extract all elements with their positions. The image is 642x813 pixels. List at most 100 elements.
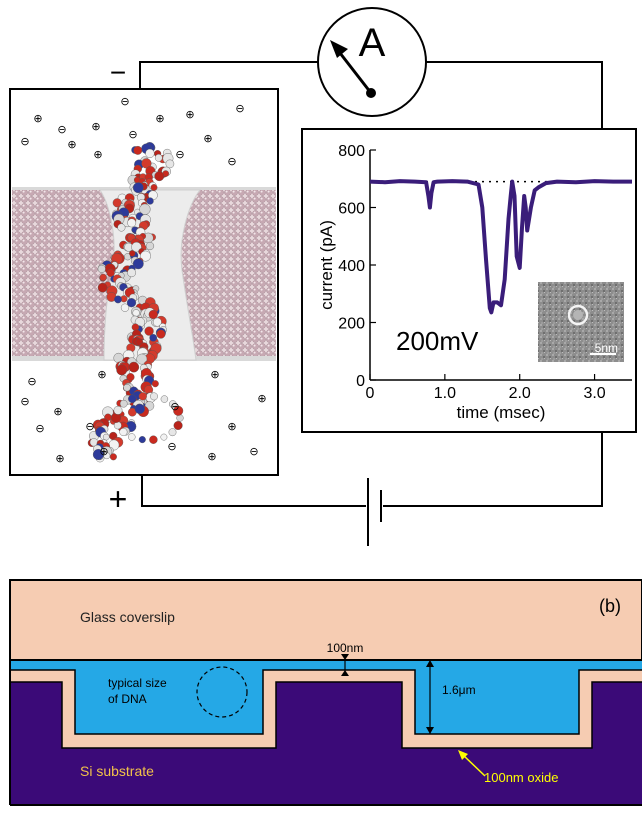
dna-atom xyxy=(160,395,169,403)
substrate-outline xyxy=(10,681,642,749)
positive-ion: ⊕ xyxy=(91,121,100,133)
oxide-layer xyxy=(10,670,642,748)
plot-panel-frame xyxy=(301,128,637,433)
ammeter-circle xyxy=(317,7,427,117)
y-axis-label: current (pA) xyxy=(317,220,336,310)
gap-marker-arrow-bottom xyxy=(341,670,349,676)
negative-ion: ⊖ xyxy=(20,396,29,408)
dna-atom xyxy=(173,421,183,431)
dna-atom xyxy=(127,268,137,278)
top-right-wire xyxy=(426,61,603,128)
negative-ion: ⊖ xyxy=(85,421,94,433)
depth-marker-arrow-top xyxy=(426,660,434,667)
simulation-cell: ⊕⊖⊕⊖⊖⊕⊕⊖⊖⊕⊖⊕⊖⊕⊖⊕⊕⊕⊖⊕⊖⊖⊖⊕⊕⊖⊕⊖⊕ xyxy=(9,88,279,476)
negative-ion: ⊖ xyxy=(227,156,236,168)
dna-atom xyxy=(123,384,131,392)
positive-ion: ⊕ xyxy=(227,421,236,433)
glass-coverslip xyxy=(9,579,642,661)
positive-ion: ⊕ xyxy=(210,369,219,381)
dna-atom xyxy=(168,428,177,437)
positive-ion: ⊕ xyxy=(185,109,194,121)
dna-atom xyxy=(150,392,158,401)
current-trace-line xyxy=(369,179,632,315)
dna-molecule xyxy=(87,142,184,463)
negative-ion: ⊖ xyxy=(120,96,129,108)
y-tick-label: 800 xyxy=(338,143,365,160)
dna-atom xyxy=(134,403,145,415)
negative-terminal-label: − xyxy=(110,57,126,88)
dna-atom xyxy=(128,394,137,403)
tem-inset-image xyxy=(538,282,624,362)
negative-ion: ⊖ xyxy=(175,149,184,161)
oxide-outline xyxy=(10,669,642,735)
dna-atom xyxy=(112,198,122,208)
depth-label: 1.6μm xyxy=(442,683,476,697)
dna-atom xyxy=(148,309,158,320)
negative-ion: ⊖ xyxy=(128,129,137,141)
positive-ion: ⊕ xyxy=(155,113,164,125)
dna-atom xyxy=(154,153,163,162)
x-tick-label: 1.0 xyxy=(434,385,456,402)
gap-label: 100nm xyxy=(327,641,364,655)
dna-atom xyxy=(138,436,146,444)
y-tick-label: 0 xyxy=(356,373,365,390)
dna-size-label-line2: of DNA xyxy=(108,692,147,706)
dna-atom xyxy=(120,303,130,312)
coverslip-label: Glass coverslip xyxy=(80,609,175,625)
dna-atom xyxy=(138,392,147,401)
negative-ion: ⊖ xyxy=(167,441,176,453)
ammeter-pivot xyxy=(366,88,376,98)
ammeter-needle xyxy=(338,52,373,94)
dna-atom xyxy=(151,380,159,388)
ammeter-needle-arrowhead xyxy=(330,40,348,58)
x-tick-label: 2.0 xyxy=(509,385,531,402)
gap-marker-arrow-top xyxy=(341,654,349,660)
negative-ion: ⊖ xyxy=(235,103,244,115)
bottom-right-wire xyxy=(383,432,603,507)
inset-scale-bar-label: 5nm xyxy=(595,341,618,355)
dna-atom xyxy=(116,364,128,376)
positive-ion: ⊕ xyxy=(33,113,42,125)
positive-ion: ⊕ xyxy=(257,393,266,405)
dna-atom xyxy=(113,405,123,415)
dna-atom xyxy=(133,145,143,155)
y-tick-label: 200 xyxy=(338,316,365,333)
battery-symbol xyxy=(367,478,382,546)
nanopore-circuit-figure: A − + ⊕⊖⊕⊖⊖⊕⊕⊖⊖⊕⊖⊕⊖⊕⊖⊕⊕⊕⊖⊕⊖⊖⊖⊕⊕⊖⊕⊖⊕ 0200… xyxy=(9,7,637,546)
dna-atom xyxy=(145,148,155,159)
negative-ion: ⊖ xyxy=(249,446,258,458)
voltage-annotation: 200mV xyxy=(396,326,479,356)
oxide-arrow-head xyxy=(458,750,468,760)
dna-atom xyxy=(106,268,115,278)
positive-ion: ⊕ xyxy=(97,369,106,381)
dna-atom xyxy=(102,433,110,441)
dna-atom xyxy=(149,435,158,444)
dna-atom xyxy=(128,361,140,373)
ions: ⊕⊖⊕⊖⊖⊕⊕⊖⊖⊕⊖⊕⊖⊕⊖⊕⊕⊕⊖⊕⊖⊖⊖⊕⊕⊖⊕⊖⊕ xyxy=(20,96,266,465)
dna-atom xyxy=(136,353,148,365)
dna-atom xyxy=(119,428,128,437)
positive-ion: ⊕ xyxy=(203,133,212,145)
positive-ion: ⊕ xyxy=(207,451,216,463)
dna-atom xyxy=(160,433,168,441)
dna-atom xyxy=(144,326,154,336)
negative-ion: ⊖ xyxy=(27,376,36,388)
dna-atom xyxy=(129,250,136,257)
positive-ion: ⊕ xyxy=(93,149,102,161)
positive-terminal-label: + xyxy=(109,481,128,517)
nanopore-channel xyxy=(99,189,202,361)
dna-atom xyxy=(126,373,135,382)
dna-atom xyxy=(165,159,175,169)
dna-atom xyxy=(140,250,151,262)
substrate-label: Si substrate xyxy=(80,763,154,779)
positive-ion: ⊕ xyxy=(55,453,64,465)
negative-ion: ⊖ xyxy=(57,124,66,136)
dna-size-label-line1: typical size xyxy=(108,676,167,690)
dna-atom xyxy=(149,333,157,342)
dna-atom xyxy=(150,184,158,191)
dna-atom xyxy=(92,449,104,461)
x-tick-label: 0 xyxy=(366,385,375,402)
dna-atom xyxy=(97,282,108,293)
ammeter-label: A xyxy=(359,21,386,65)
